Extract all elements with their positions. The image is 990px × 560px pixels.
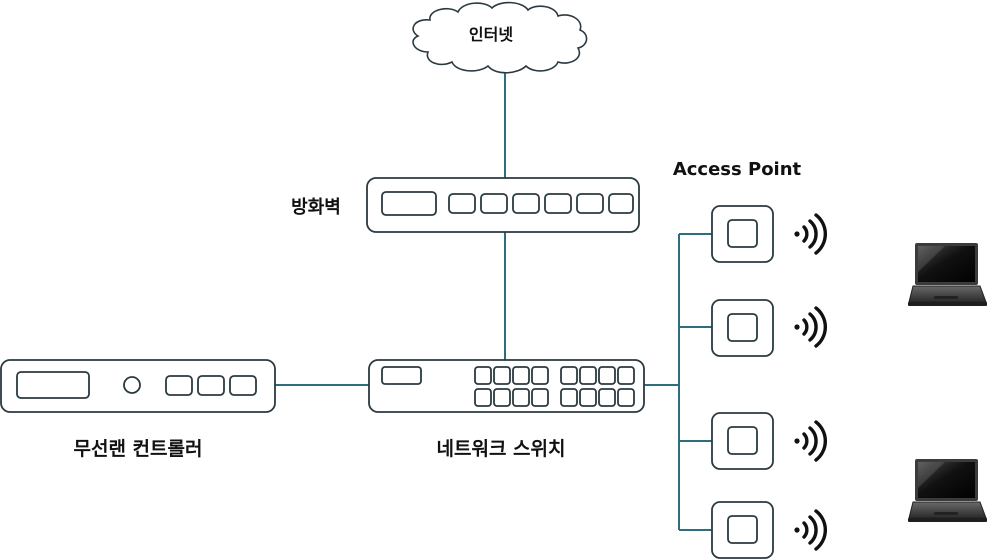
- links: [275, 66, 712, 531]
- laptop-icon: [908, 243, 987, 306]
- switch-icon: [368, 359, 645, 413]
- access-point-icon: [711, 205, 774, 263]
- access-point-label: Access Point: [673, 159, 802, 180]
- firewall-node: 방화벽: [291, 177, 640, 233]
- internet-node: 인터넷: [412, 1, 588, 74]
- laptop-1: [908, 243, 987, 306]
- access-point-icon: [711, 299, 774, 357]
- wifi-signal-icon: [794, 509, 827, 551]
- access-point-2: [711, 299, 827, 357]
- internet-label: 인터넷: [469, 25, 513, 44]
- wlan-controller-node: 무선랜 컨트롤러: [0, 359, 276, 460]
- access-point-icon: [711, 412, 774, 470]
- access-point-3: [711, 412, 827, 470]
- access-point-4: [711, 501, 827, 559]
- wifi-signal-icon: [794, 306, 827, 348]
- firewall-label: 방화벽: [291, 197, 341, 218]
- network-switch-label: 네트워크 스위치: [437, 438, 566, 460]
- access-point-icon: [711, 501, 774, 559]
- firewall-icon: [366, 177, 640, 233]
- cloud-icon: [412, 1, 588, 74]
- access-point-1: [711, 205, 827, 263]
- wifi-signal-icon: [794, 420, 827, 462]
- wifi-signal-icon: [794, 213, 827, 255]
- network-switch-node: 네트워크 스위치: [368, 359, 645, 460]
- wlan-controller-label: 무선랜 컨트롤러: [74, 438, 203, 460]
- laptop-2: [908, 459, 987, 522]
- laptop-icon: [908, 459, 987, 522]
- controller-icon: [0, 359, 276, 413]
